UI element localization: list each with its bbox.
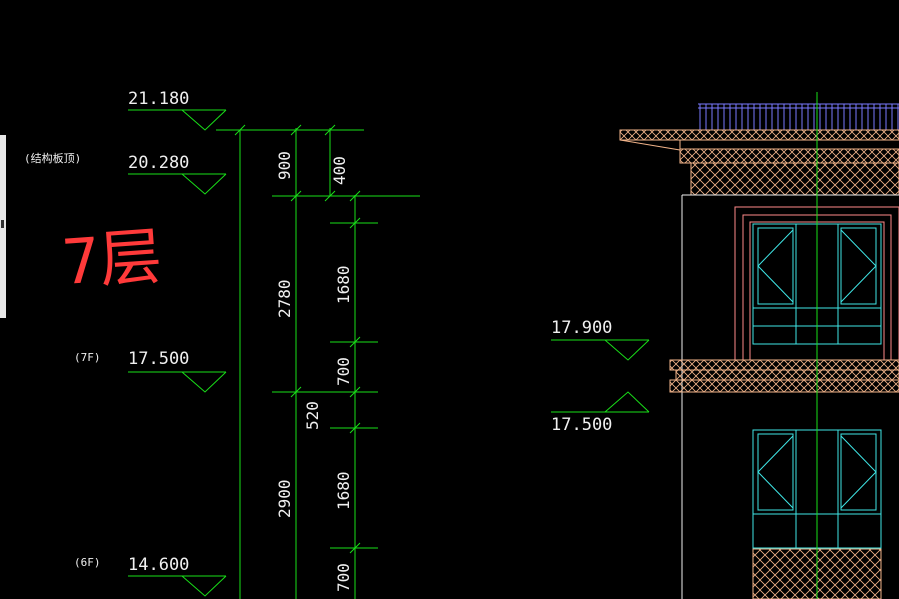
- level-mark-21180: [128, 109, 227, 131]
- level-label-right-17500: 17.500: [551, 415, 612, 435]
- level-label-20280: 20.280: [128, 153, 189, 173]
- roof-railing: [698, 103, 899, 131]
- vertical-scrollbar[interactable]: [0, 135, 6, 318]
- dim-2900: 2900: [275, 479, 294, 518]
- dim-520: 520: [303, 401, 322, 430]
- dim-400: 400: [330, 156, 349, 185]
- level-label-21180: 21.180: [128, 89, 189, 109]
- dim-700-upper: 700: [334, 357, 353, 386]
- note-structural-top: (结构板顶): [24, 151, 81, 165]
- scrollbar-thumb[interactable]: [1, 220, 4, 228]
- dim-2780: 2780: [275, 279, 294, 318]
- handwritten-floor-annotation: 7层: [60, 219, 164, 299]
- level-mark-right-17500: [551, 391, 650, 413]
- level-mark-17500: [128, 371, 227, 393]
- level-mark-14600: [128, 575, 227, 597]
- building-elevation: [619, 92, 899, 599]
- note-6f: (6F): [74, 556, 101, 569]
- dim-1680-lower: 1680: [334, 471, 353, 510]
- dim-700-lower: 700: [334, 563, 353, 592]
- note-7f: (7F): [74, 351, 101, 364]
- level-mark-20280: [128, 173, 227, 195]
- level-label-14600: 14.600: [128, 555, 189, 575]
- dim-900: 900: [275, 151, 294, 180]
- level-label-17500: 17.500: [128, 349, 189, 369]
- level-label-right-17900: 17.900: [551, 318, 612, 338]
- level-mark-right-17900: [551, 339, 650, 361]
- dim-1680-upper: 1680: [334, 265, 353, 304]
- dimension-lines: [216, 124, 420, 599]
